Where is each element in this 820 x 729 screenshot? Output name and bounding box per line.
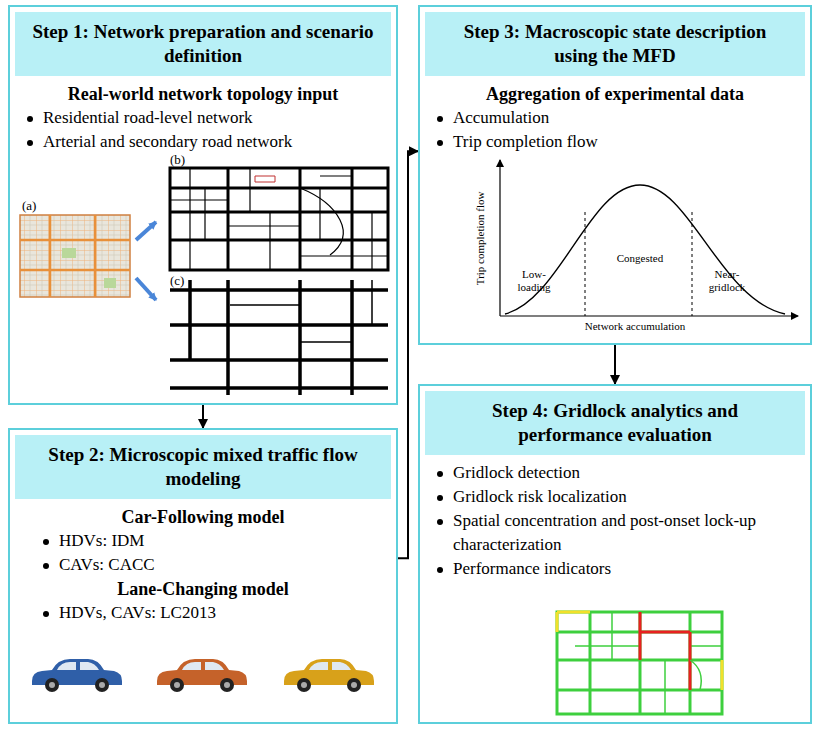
- bullet-text: Accumulation: [453, 108, 549, 127]
- bullet-item: Arterial and secondary road network: [15, 130, 391, 154]
- city-map: [20, 215, 130, 297]
- bullet-dot: [437, 495, 443, 501]
- figure-label: (a): [22, 199, 52, 214]
- figure-label: (b): [170, 153, 200, 168]
- car-gold: [284, 659, 374, 692]
- section-heading: Car-Following model: [15, 505, 391, 529]
- bullet-dot: [437, 471, 443, 477]
- bullet-dot: [27, 116, 33, 122]
- blue-arrow: [136, 278, 156, 300]
- flow-arrow: [398, 151, 418, 558]
- arterial-network: [170, 280, 388, 395]
- bullet-item: Spatial concentration and post-onset loc…: [425, 509, 805, 557]
- bullet-item: CAVs: CACC: [15, 553, 391, 577]
- figure-label: (c): [170, 274, 200, 289]
- bullet-text: Spatial concentration and post-onset loc…: [453, 511, 756, 554]
- bullet-item: Residential road-level network: [15, 106, 391, 130]
- flow-arrow: [614, 345, 616, 384]
- axis-label: Network accumulation: [560, 320, 710, 333]
- bullet-text: Residential road-level network: [43, 108, 253, 127]
- bullet-item: Gridlock risk localization: [425, 485, 805, 509]
- step-box: Step 2: Microscopic mixed traffic flow m…: [8, 428, 398, 724]
- bullet-dot: [437, 567, 443, 573]
- section-heading: Aggregation of experimental data: [425, 82, 805, 106]
- bullet-text: Trip completion flow: [453, 132, 598, 151]
- bullet-dot: [437, 116, 443, 122]
- bullet-item: Trip completion flow: [425, 130, 805, 154]
- car-orange: [157, 659, 247, 692]
- bullet-text: Gridlock risk localization: [453, 487, 627, 506]
- bullet-dot: [43, 563, 49, 569]
- step-box: Step 1: Network preparation and scenario…: [8, 5, 398, 405]
- bullet-item: HDVs, CAVs: LC2013: [15, 601, 391, 625]
- bullet-text: Performance indicators: [453, 559, 611, 578]
- bullet-item: Gridlock detection: [425, 461, 805, 485]
- step-header: Step 4: Gridlock analytics and performan…: [425, 391, 805, 455]
- step-header: Step 3: Macroscopic state description us…: [425, 12, 805, 76]
- step-box: Step 4: Gridlock analytics and performan…: [418, 384, 812, 724]
- region-label: Near-gridlock: [702, 268, 752, 293]
- bullet-dot: [43, 539, 49, 545]
- region-label: Low-loading: [512, 268, 556, 293]
- step-box: Step 3: Macroscopic state description us…: [418, 5, 812, 345]
- step-header: Step 1: Network preparation and scenario…: [15, 12, 391, 76]
- region-label: Congested: [608, 252, 672, 265]
- bullet-dot: [27, 140, 33, 146]
- flow-arrow: [202, 405, 204, 428]
- section-heading: Lane-Changing model: [15, 577, 391, 601]
- section-heading: Real-world network topology input: [15, 82, 391, 106]
- gridlock-map: [557, 612, 722, 714]
- bullet-text: CAVs: CACC: [59, 555, 155, 574]
- bullet-text: Arterial and secondary road network: [43, 132, 292, 151]
- bullet-text: HDVs, CAVs: LC2013: [59, 603, 216, 622]
- residential-network: [170, 168, 388, 270]
- bullet-dot: [43, 611, 49, 617]
- bullet-dot: [437, 519, 443, 525]
- bullet-text: HDVs: IDM: [59, 531, 144, 550]
- bullet-item: HDVs: IDM: [15, 529, 391, 553]
- bullet-dot: [437, 140, 443, 146]
- bullet-text: Gridlock detection: [453, 463, 580, 482]
- bullet-item: Accumulation: [425, 106, 805, 130]
- bullet-item: Performance indicators: [425, 557, 805, 581]
- mfd-chart: [500, 160, 798, 316]
- step-header: Step 2: Microscopic mixed traffic flow m…: [15, 435, 391, 499]
- axis-label: Trip completion flow: [474, 178, 487, 298]
- blue-arrow: [136, 222, 156, 240]
- car-blue: [32, 659, 122, 692]
